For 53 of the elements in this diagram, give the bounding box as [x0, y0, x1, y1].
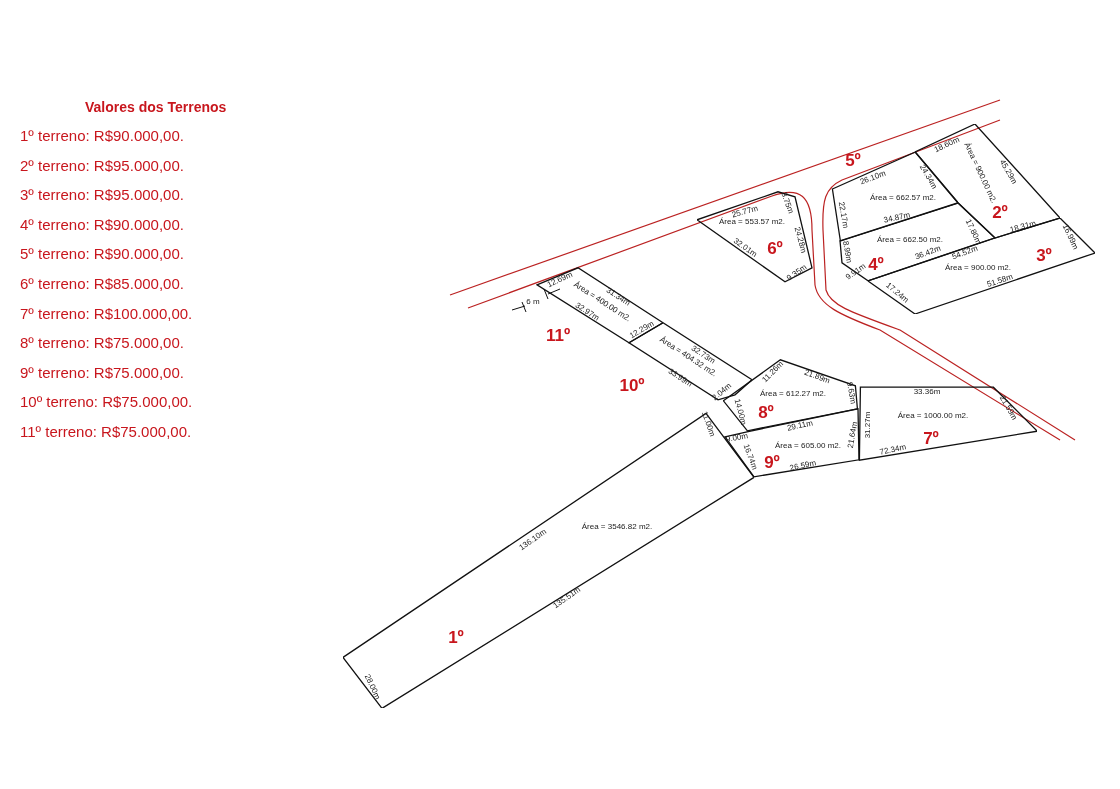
price-line: 11º terreno: R$75.000,00. [20, 424, 192, 439]
area-label: Área = 662.57 m2. [869, 194, 936, 202]
dimension-label: 18.31m [1009, 219, 1037, 235]
lot-number: 4º [868, 255, 884, 273]
list-heading: Valores dos Terrenos [85, 100, 227, 114]
area-label: Área = 553.57 m2. [719, 218, 785, 226]
dimension-label: 22.17m [836, 201, 850, 229]
lot-number: 6º [767, 239, 783, 257]
dimension-label: 14.00m [732, 398, 748, 426]
area-label: Área = 1000.00 m2. [897, 412, 969, 420]
lot-number: 8º [758, 403, 774, 421]
lot-number: 5º [845, 151, 861, 169]
price-line: 8º terreno: R$75.000,00. [20, 335, 184, 351]
dimension-label: 9.63m [845, 381, 857, 405]
price-line: 9º terreno: R$75.000,00. [20, 364, 184, 380]
area-label: Área = 3546.82 m2. [581, 523, 653, 531]
lot-number: 3º [1036, 246, 1052, 264]
dimension-label: 11.00m [699, 410, 717, 438]
area-label: Área = 900.00 m2. [945, 264, 1011, 272]
dimension-label: 33.36m [913, 388, 941, 396]
price-line: 10º terreno: R$75.000,00. [20, 394, 193, 410]
dimension-label: 51.58m [986, 273, 1014, 289]
lot-number: 1º [448, 628, 464, 646]
lot-number: 7º [923, 429, 939, 447]
price-line: 6º terreno: R$85.000,00. [20, 276, 184, 291]
lot-number: 10º [619, 376, 645, 394]
dimension-label: 72.34m [879, 443, 907, 457]
area-label: Área = 612.27 m2. [759, 390, 826, 398]
price-line: 5º terreno: R$90.000,00. [20, 246, 184, 262]
lot-number: 9º [764, 453, 780, 471]
dimension-label: 29.11m [786, 419, 814, 433]
dimension-label: 34.87m [883, 211, 911, 225]
price-line: 7º terreno: R$100.000,00. [20, 305, 193, 321]
area-label: Área = 662.50 m2. [877, 236, 943, 244]
price-line: 1º terreno: R$90.000,00. [20, 128, 184, 143]
price-line: 3º terreno: R$95.000,00. [20, 187, 184, 203]
area-label: Área = 605.00 m2. [775, 442, 841, 450]
dimension-label: 26.10m [859, 169, 887, 187]
lot-number: 2º [992, 203, 1008, 221]
dimension-label: 21.64m [846, 421, 860, 449]
dimension-label: 24.28m [792, 226, 808, 254]
dimension-label: 26.59m [789, 459, 817, 473]
dimension-label: 16.74m [741, 443, 759, 471]
dimension-label: 6 m [526, 298, 540, 306]
lot-number: 11º [545, 326, 571, 344]
dimension-label: 25.77m [731, 204, 759, 220]
price-line: 4º terreno: R$90.000,00. [20, 216, 184, 232]
dimension-label: 36.42m [914, 244, 942, 262]
dimension-label: 31.27m [864, 411, 872, 439]
dimension-label: 54.52m [951, 244, 979, 262]
price-line: 2º terreno: R$95.000,00. [20, 157, 184, 173]
dimension-label: 3.75m [779, 191, 795, 215]
dimension-label: 8.99m [841, 240, 853, 264]
